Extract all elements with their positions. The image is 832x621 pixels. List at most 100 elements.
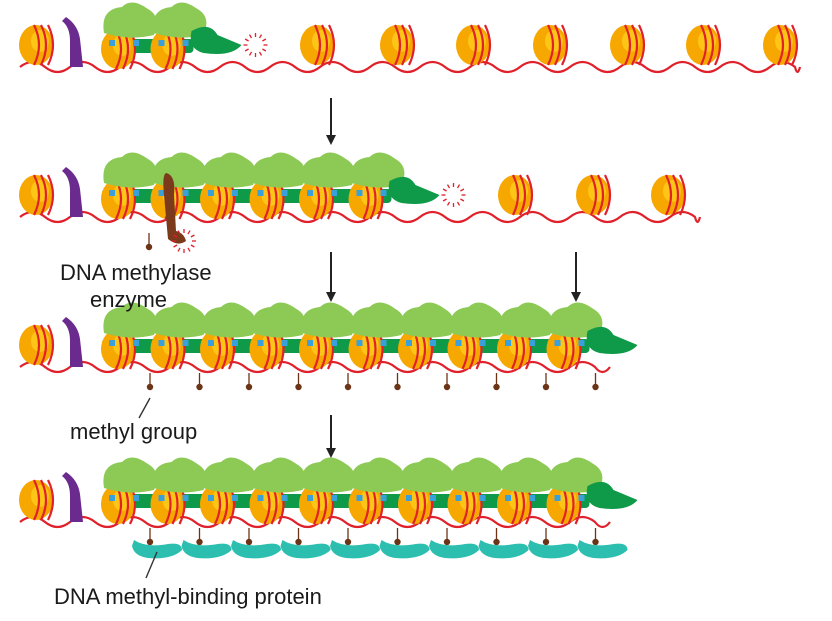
methyl-group-icon xyxy=(493,538,500,546)
methyl-group-icon xyxy=(394,538,401,546)
modification-mark xyxy=(479,340,486,346)
nucleosome xyxy=(651,174,687,216)
burst-ray xyxy=(190,234,195,238)
nucleosome xyxy=(249,178,285,220)
dna-wrap xyxy=(314,24,322,66)
nucleosome xyxy=(150,328,186,370)
dna-wrap xyxy=(40,174,48,216)
burst-ray xyxy=(460,198,465,202)
dna-wrap xyxy=(40,479,48,521)
modification-mark xyxy=(331,495,337,501)
burst-ray xyxy=(248,51,253,56)
spreading-factor-protein xyxy=(388,176,440,204)
dna-wrap xyxy=(512,174,520,216)
dna-wrap xyxy=(784,24,792,66)
dna-wrap xyxy=(590,174,598,216)
methyl-binding-protein-icon xyxy=(280,540,331,559)
dna-wrap xyxy=(33,324,41,366)
heterochromatin-protein xyxy=(152,2,207,38)
methyl-group-icon xyxy=(146,538,154,546)
modification-mark xyxy=(133,495,139,501)
modification-mark xyxy=(406,495,412,501)
methylase-label-line1: DNA methylase xyxy=(60,260,212,285)
methyl-group-icon xyxy=(493,383,500,391)
dna-wrap xyxy=(40,24,48,66)
dna-wrap xyxy=(33,24,41,66)
dna-wrap xyxy=(700,24,708,66)
methyl-group-icon xyxy=(145,243,153,251)
heterochromatin-protein xyxy=(449,457,504,493)
dna-wrap xyxy=(401,24,409,66)
heterochromatin-protein xyxy=(152,152,207,188)
modification-mark xyxy=(380,190,387,196)
heterochromatin-protein xyxy=(301,302,355,338)
methyl-group-icon xyxy=(592,383,599,391)
modification-mark xyxy=(208,190,214,196)
dna-strand xyxy=(19,60,802,74)
modification-mark xyxy=(257,190,264,196)
dna-wrap xyxy=(408,24,416,66)
modification-mark xyxy=(529,495,535,501)
burst-ray xyxy=(442,198,447,202)
chromatin-rows xyxy=(19,2,802,559)
nucleosome xyxy=(686,24,722,66)
modification-mark xyxy=(182,190,189,196)
nucleosome xyxy=(249,483,285,525)
heterochromatin-protein xyxy=(152,457,207,493)
modification-mark xyxy=(307,340,313,346)
modification-mark xyxy=(133,190,139,196)
dna-wrap xyxy=(47,174,55,216)
modification-mark xyxy=(232,190,238,196)
burst-ray xyxy=(187,247,191,252)
methyl-group-icon xyxy=(245,383,253,391)
nucleosome xyxy=(19,324,55,366)
dna-wrap xyxy=(40,324,48,366)
methyl-binding-protein-icon xyxy=(330,540,380,559)
modification-mark xyxy=(455,495,462,501)
dna-wrap xyxy=(597,174,605,216)
modification-mark xyxy=(182,40,189,46)
heterochromatin-protein xyxy=(400,302,454,338)
burst-ray xyxy=(258,34,263,39)
modification-mark xyxy=(158,340,165,346)
modification-mark xyxy=(109,40,115,46)
burst-ray xyxy=(248,34,253,39)
heterochromatin-protein xyxy=(103,302,157,338)
burst-ray xyxy=(460,188,465,192)
dna-wrap xyxy=(47,24,55,66)
methyl-group-icon xyxy=(542,538,550,546)
activity-burst xyxy=(243,33,268,57)
dna-wrap xyxy=(526,174,534,216)
burst-ray xyxy=(177,247,181,252)
burst-ray xyxy=(244,38,249,42)
modification-mark xyxy=(281,190,288,196)
dna-wrap xyxy=(672,174,680,216)
nucleosome xyxy=(533,24,569,66)
chromatin-row-4 xyxy=(19,457,638,559)
modification-mark xyxy=(133,340,139,346)
dna-wrap xyxy=(547,24,555,66)
modification-mark xyxy=(406,340,412,346)
heterochromatin-protein xyxy=(251,302,306,338)
dna-wrap xyxy=(47,324,55,366)
heterochromatin-protein xyxy=(251,152,306,188)
modification-mark xyxy=(430,340,436,346)
heterochromatin-protein xyxy=(548,302,603,338)
modification-mark xyxy=(109,190,115,196)
nucleosome xyxy=(456,24,492,66)
heterochromatin-protein xyxy=(350,302,405,338)
barrier-protein-icon xyxy=(62,472,83,522)
heterochromatin-protein xyxy=(103,457,157,493)
burst-ray xyxy=(446,184,451,189)
heterochromatin-protein xyxy=(301,152,355,188)
nucleosome xyxy=(348,328,384,370)
dna-wrap xyxy=(679,174,687,216)
modification-mark xyxy=(356,190,363,196)
modification-mark xyxy=(554,495,561,501)
modification-mark xyxy=(356,495,363,501)
nucleosome xyxy=(19,24,55,66)
chromatin-row-1 xyxy=(19,2,802,74)
modification-mark xyxy=(208,495,214,501)
chromatin-row-3 xyxy=(19,302,638,391)
methyl-binding-protein-icon xyxy=(528,540,578,559)
